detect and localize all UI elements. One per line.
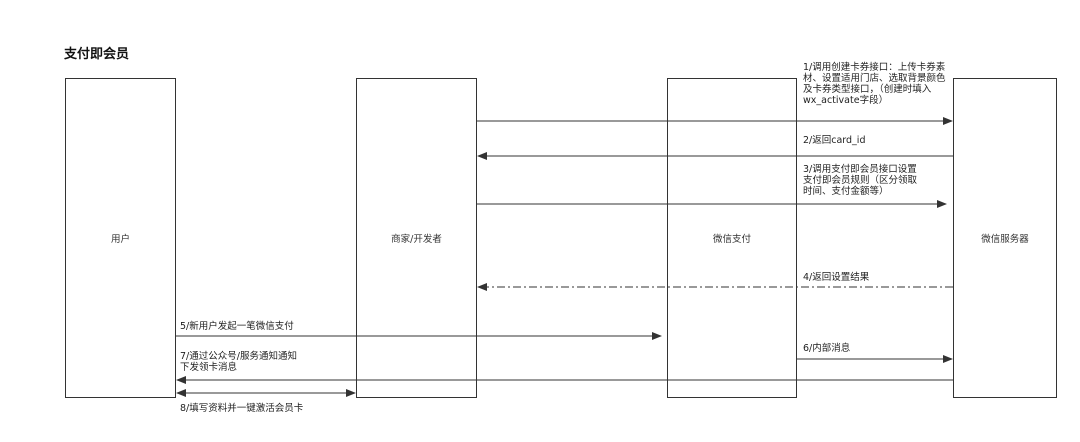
actor-wxpay: 微信支付 [667,78,797,398]
actor-merchant-label: 商家/开发者 [391,234,442,245]
message-7: 7/通过公众号/服务通知通知 下发领卡消息 [180,351,297,373]
actor-wxpay-label: 微信支付 [712,234,751,245]
message-5: 5/新用户发起一笔微信支付 [180,321,294,332]
actor-user: 用户 [65,78,176,398]
message-6: 6/内部消息 [803,343,851,354]
actor-wxserver-label: 微信服务器 [981,234,1029,245]
actor-merchant: 商家/开发者 [356,78,477,398]
message-1: 1/调用创建卡券接口：上传卡券素 材、设置适用门店、选取背景颜色 及卡券类型接口… [803,62,946,106]
message-2: 2/返回card_id [803,135,866,146]
message-3: 3/调用支付即会员接口设置 支付即会员规则（区分领取 时间、支付金额等） [803,164,918,197]
message-8: 8/填写资料并一键激活会员卡 [180,403,304,414]
actor-user-label: 用户 [110,234,130,245]
message-4: 4/返回设置结果 [803,272,870,283]
page-title: 支付即会员 [64,47,130,62]
actor-wxserver: 微信服务器 [953,78,1057,398]
